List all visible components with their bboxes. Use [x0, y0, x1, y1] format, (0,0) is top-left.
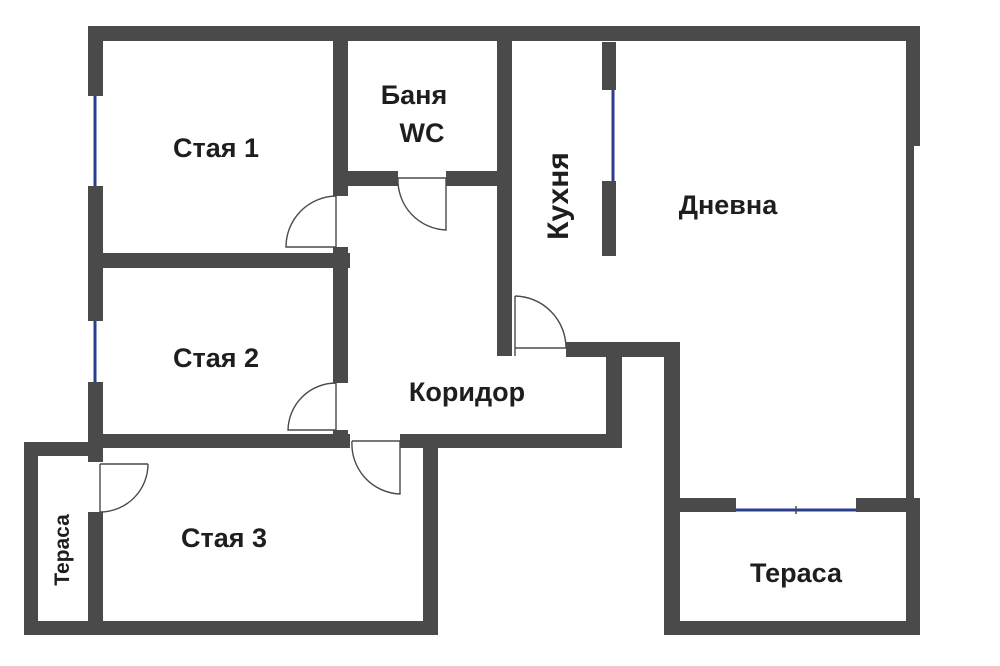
wall-bath-bottom-left — [333, 171, 398, 186]
label-kuhnya: Кухня — [542, 152, 575, 240]
label-staya2: Стая 2 — [173, 343, 259, 373]
wall-right-upper — [906, 26, 920, 146]
label-banya: Баня — [381, 80, 448, 110]
label-staya1: Стая 1 — [173, 133, 259, 163]
wall-kitchen-left — [497, 171, 512, 356]
label-terasa-right: Тераса — [750, 558, 843, 588]
wall-kitchen-partition-bottom — [602, 181, 616, 256]
label-wc: WC — [400, 118, 445, 148]
wall-room1-right — [333, 26, 348, 196]
label-staya3: Стая 3 — [181, 523, 267, 553]
door-room3 — [351, 440, 401, 495]
door-kitchen — [514, 295, 567, 356]
label-dnevna: Дневна — [679, 190, 778, 220]
door-room1 — [285, 195, 337, 248]
wall-terasa-left-divider — [88, 512, 103, 635]
wall-room2-right-lower — [333, 430, 348, 448]
wall-corridor-top-right — [566, 342, 680, 357]
door-room2 — [287, 382, 337, 431]
windows — [93, 90, 856, 514]
wall-living-bottom-left — [664, 498, 736, 512]
wall-terasa-left-outer — [24, 442, 38, 635]
wall-room3-right — [423, 434, 438, 635]
wall-right-mid — [906, 146, 914, 498]
wall-room2-room3 — [88, 434, 350, 448]
wall-corridor-bottom — [400, 434, 622, 448]
walls — [24, 26, 920, 635]
door-bathroom — [397, 177, 447, 231]
label-koridor: Коридор — [409, 377, 525, 407]
wall-terasa-right-left — [664, 345, 680, 635]
door-terrace-left — [99, 463, 149, 513]
wall-living-bottom-right — [856, 498, 920, 512]
wall-terasa-left-top — [24, 442, 103, 456]
wall-bath-bottom-right — [446, 171, 512, 186]
wall-room2-right-upper — [333, 253, 348, 383]
wall-kitchen-partition-top — [602, 42, 616, 90]
wall-room3-bottom — [24, 621, 438, 635]
doors — [99, 177, 567, 513]
wall-right-lower — [906, 498, 920, 635]
room-labels: Стая 1 Баня WC Кухня Дневна Стая 2 Корид… — [51, 80, 843, 588]
wall-left-1 — [88, 26, 103, 96]
label-terasa-left: Тераса — [51, 514, 74, 586]
wall-corridor-right — [606, 342, 622, 448]
wall-bottom-right — [664, 621, 920, 635]
wall-bath-right — [497, 26, 512, 186]
wall-room1-room2 — [88, 253, 350, 268]
